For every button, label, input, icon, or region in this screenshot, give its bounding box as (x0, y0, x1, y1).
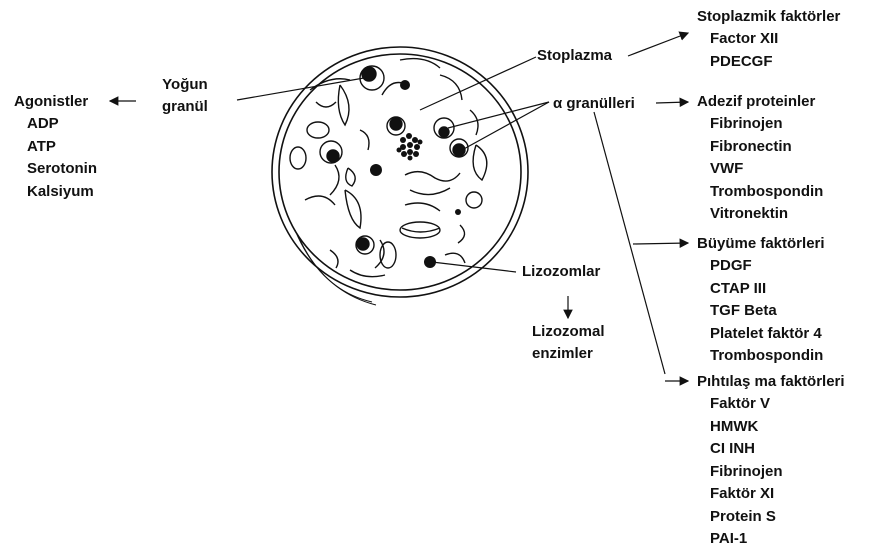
stoplazmik-item: Factor XII (710, 28, 840, 51)
yogun-line2: granül (162, 96, 208, 118)
pihtilasma-item: HMWK (710, 416, 845, 439)
adezif-item: Trombospondin (710, 181, 823, 204)
stoplazmik-group: Stoplazmik faktörler Factor XII PDECGF (697, 6, 840, 73)
stoplazma-label: Stoplazma (537, 45, 612, 67)
adezif-item: Vitronektin (710, 203, 823, 226)
agonistler-title: Agonistler (14, 91, 97, 113)
adezif-items: Fibrinojen Fibronectin VWF Trombospondin… (697, 113, 823, 226)
pihtilasma-group: Pıhtılaş ma faktörleri Faktör V HMWK CI … (697, 371, 845, 551)
agonist-item: Serotonin (27, 158, 97, 181)
pihtilasma-item: CI INH (710, 438, 845, 461)
pihtilasma-item: Protein S (710, 506, 845, 529)
stoplazmik-items: Factor XII PDECGF (697, 28, 840, 73)
buyume-item: TGF Beta (710, 300, 825, 323)
agonistler-items: ADP ATP Serotonin Kalsiyum (14, 113, 97, 203)
stoplazmik-title: Stoplazmik faktörler (697, 6, 840, 28)
dense-granules (370, 80, 461, 268)
stoplazmik-item: PDECGF (710, 51, 840, 74)
lizozomlar-label: Lizozomlar (522, 261, 600, 283)
agonistler-group: Agonistler ADP ATP Serotonin Kalsiyum (14, 91, 97, 203)
adezif-item: Fibronectin (710, 136, 823, 159)
alpha-granules (320, 66, 482, 254)
buyume-item: Platelet faktör 4 (710, 323, 825, 346)
lizozomal-line1: Lizozomal (532, 321, 605, 343)
alpha-granulleri-label: α granülleri (553, 93, 635, 115)
pihtilasma-item: PAI-1 (710, 528, 845, 551)
agonist-item: ADP (27, 113, 97, 136)
granulomere (397, 133, 423, 161)
buyume-item: Trombospondin (710, 345, 825, 368)
organelle-outlines (290, 59, 487, 277)
adezif-item: Fibrinojen (710, 113, 823, 136)
pihtilasma-item: Faktör V (710, 393, 845, 416)
pihtilasma-item: Faktör XI (710, 483, 845, 506)
adezif-group: Adezif proteinler Fibrinojen Fibronectin… (697, 91, 823, 226)
pihtilasma-item: Fibrinojen (710, 461, 845, 484)
lizozomal-line2: enzimler (532, 343, 605, 365)
buyume-item: CTAP III (710, 278, 825, 301)
adezif-title: Adezif proteinler (697, 91, 823, 113)
lizozomal-enzimler-label: Lizozomal enzimler (532, 321, 605, 365)
pihtilasma-title: Pıhtılaş ma faktörleri (697, 371, 845, 393)
agonist-item: Kalsiyum (27, 181, 97, 204)
cell-membrane (272, 47, 528, 305)
yogun-granul-label: Yoğun granül (162, 74, 208, 118)
yogun-line1: Yoğun (162, 74, 208, 96)
buyume-group: Büyüme faktörleri PDGF CTAP III TGF Beta… (697, 233, 825, 368)
buyume-items: PDGF CTAP III TGF Beta Platelet faktör 4… (697, 255, 825, 368)
buyume-item: PDGF (710, 255, 825, 278)
pihtilasma-items: Faktör V HMWK CI INH Fibrinojen Faktör X… (697, 393, 845, 551)
adezif-item: VWF (710, 158, 823, 181)
agonist-item: ATP (27, 136, 97, 159)
buyume-title: Büyüme faktörleri (697, 233, 825, 255)
